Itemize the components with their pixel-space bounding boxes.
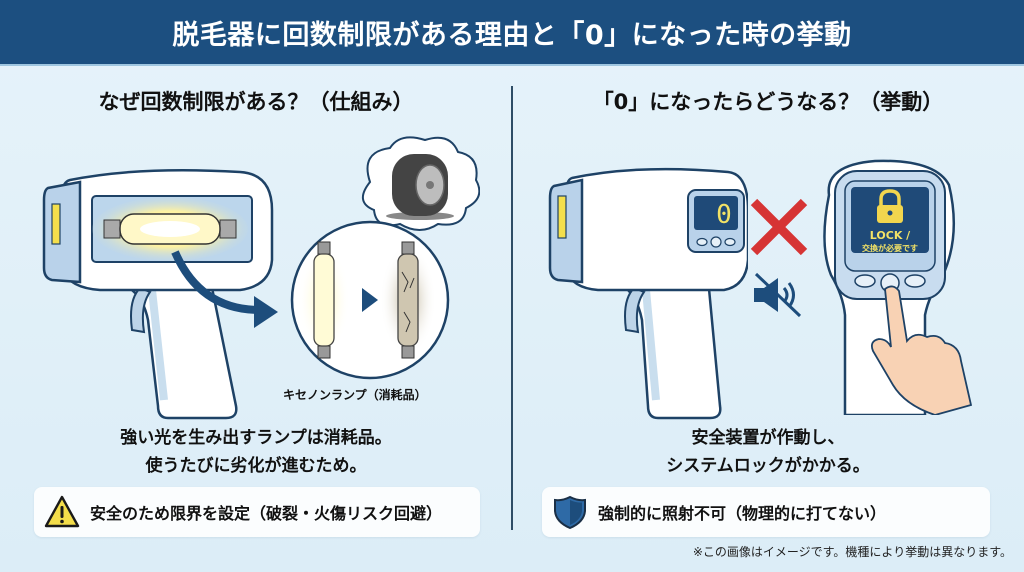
counter-display-value: 0 [716,200,732,230]
header-banner: 脱毛器に回数制限がある理由と「0」になった時の挙動 [0,0,1024,66]
right-note-text: 強制的に照射不可（物理的に打てない） [598,504,887,523]
left-description-line2: 使うたびに劣化が進むため。 [145,456,367,476]
left-panel-title: なぜ回数制限がある？（仕組み） [98,90,414,114]
page-title: 脱毛器に回数制限がある理由と「0」になった時の挙動 [172,19,852,51]
lock-device-illustration: LOCK / 交換が必要です [823,159,973,415]
lock-screen-line2: 交換が必要です [862,243,918,253]
lamp-caption: キセノンランプ（消耗品） [283,388,427,402]
shield-icon [554,495,586,529]
warning-triangle-icon [44,495,80,528]
mute-speaker-icon [754,272,802,318]
right-description: 安全装置が作動し、 システムロックがかかる。 [512,424,1024,480]
device-counter-zero-illustration: 0 [548,167,748,420]
lock-icon [877,189,903,223]
left-note-box: 安全のため限界を設定（破裂・火傷リスク回避） [34,487,480,537]
right-description-line2: システムロックがかかる。 [666,456,870,476]
disclaimer-footnote: ※この画像はイメージです。機種により挙動は異なります。 [692,545,1012,559]
right-panel-title: 「0」になったらどうなる？（挙動） [592,90,944,114]
left-description-line1: 強い光を生み出すランプは消耗品。 [120,428,392,448]
lamp-comparison-illustration [290,136,480,380]
left-note-text: 安全のため限界を設定（破裂・火傷リスク回避） [90,504,443,523]
right-note-box: 強制的に照射不可（物理的に打てない） [542,487,990,537]
right-description-line1: 安全装置が作動し、 [691,428,845,448]
device-with-lamp-illustration [42,168,278,420]
panel-divider [511,86,513,530]
tire-icon [386,154,454,220]
red-cross-icon [750,198,808,256]
lock-screen-line1: LOCK / [870,229,911,242]
left-description: 強い光を生み出すランプは消耗品。 使うたびに劣化が進むため。 [0,424,512,480]
